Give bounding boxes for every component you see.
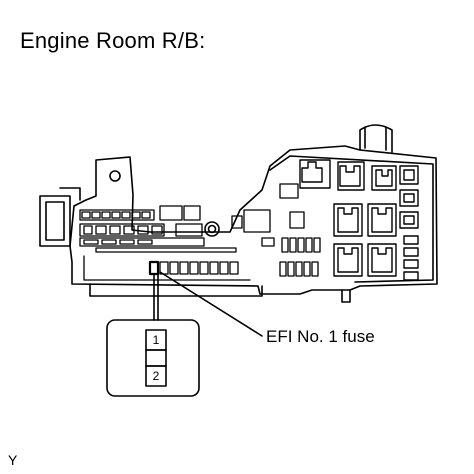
relay-sockets: [299, 159, 419, 281]
fuse-pin-2-label: 2: [152, 369, 160, 383]
lower-fuse-row: [83, 247, 251, 281]
fuse-connector-detail: [106, 319, 200, 397]
center-relays: [231, 183, 321, 277]
fuse-pin-1-label: 1: [152, 333, 160, 347]
stud-terminal: [204, 221, 220, 237]
corner-mark: Y: [8, 452, 18, 468]
efi-fuse-callout: EFI No. 1 fuse: [266, 327, 375, 346]
callout-leaders: [153, 271, 263, 337]
diagram-title: Engine Room R/B:: [20, 28, 206, 53]
upper-fuse-row: [79, 205, 201, 221]
mini-relay-row: [79, 223, 205, 247]
relay-block-housing: [39, 124, 438, 303]
